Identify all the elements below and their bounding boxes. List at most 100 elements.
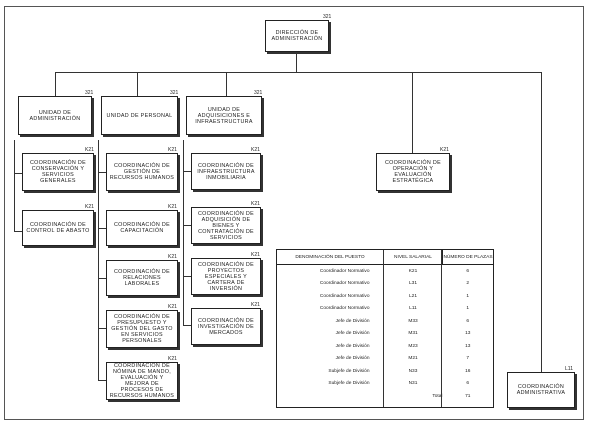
connector <box>14 173 22 174</box>
connector <box>183 325 191 326</box>
node-code: K21 <box>168 254 177 260</box>
node-label: COORDINACIÓN DE PRESUPUESTO Y GESTIÓN DE… <box>111 314 173 344</box>
node-code: K21 <box>168 356 177 362</box>
node-label: COORDINACIÓN DE CAPACITACIÓN <box>113 222 170 234</box>
node-label: COORDINACIÓN DE RELACIONES LABORALES <box>113 269 170 287</box>
node-gestion-rrhh: COORDINACIÓN DE GESTIÓN DE RECURSOS HUMA… <box>106 153 178 191</box>
node-label: COORDINACIÓN DE OPERACIÓN Y EVALUACIÓN E… <box>384 160 441 184</box>
node-label: UNIDAD DE PERSONAL <box>106 112 173 119</box>
table-cell: Jefe de División <box>335 331 370 337</box>
table-cell: Coordinador Normativo <box>319 306 370 312</box>
table-row: Jefe de División M31 13 <box>277 328 493 341</box>
node-operacion-evaluacion: COORDINACIÓN DE OPERACIÓN Y EVALUACIÓN E… <box>376 153 450 191</box>
node-direccion-administracion: DIRECCIÓN DE ADMINISTRACIÓN <box>265 20 329 52</box>
table-total-value: 71 <box>465 393 471 399</box>
table-cell: 6 <box>466 381 470 387</box>
connector <box>183 140 184 326</box>
node-code: K21 <box>251 201 260 207</box>
table-cell: Subjefe de División <box>328 368 370 374</box>
node-code: 321 <box>170 90 179 96</box>
table-header: NIVEL SALARIAL <box>383 250 443 265</box>
table-cell: 1 <box>466 293 470 299</box>
table-cell: 1 <box>466 306 470 312</box>
node-conservacion-servicios: COORDINACIÓN DE CONSERVACIÓN Y SERVICIOS… <box>22 153 94 191</box>
table-header: NÚMERO DE PLAZAS <box>442 250 493 265</box>
node-label: UNIDAD DE ADMINISTRACIÓN <box>29 109 81 122</box>
connector <box>183 225 191 226</box>
table-row: Coordinador Normativo K21 6 <box>277 265 493 278</box>
table-cell: M21 <box>408 356 418 362</box>
table-cell: M23 <box>408 343 418 349</box>
connector <box>183 171 191 172</box>
node-code: K21 <box>168 204 177 210</box>
node-code: L11 <box>565 366 573 372</box>
table-cell: 13 <box>465 331 471 337</box>
table-cell: K21 <box>408 268 418 274</box>
table-header: DENOMINACIÓN DEL PUESTO <box>277 250 384 265</box>
table-divider <box>383 250 384 407</box>
connector <box>14 231 22 232</box>
table-cell: Coordinador Normativo <box>319 268 370 274</box>
node-label: COORDINACIÓN DE CONTROL DE ABASTO <box>26 222 90 234</box>
connector <box>98 380 106 381</box>
connector <box>98 172 106 173</box>
node-infraestructura-inmobiliaria: COORDINACIÓN DE INFRAESTRUCTURA INMOBILI… <box>191 153 261 190</box>
table-cell: N31 <box>408 381 418 387</box>
node-label: UNIDAD DE ADQUISICIONES E INFRAESTRUCTUR… <box>195 106 253 125</box>
table-total-label: Total <box>432 393 443 399</box>
table-cell: 6 <box>466 318 470 324</box>
node-label: COORDINACIÓN DE PROYECTOS ESPECIALES Y C… <box>197 261 254 292</box>
connector <box>98 328 106 329</box>
node-code: K21 <box>168 147 177 153</box>
node-label: COORDINACIÓN DE GESTIÓN DE RECURSOS HUMA… <box>109 163 175 181</box>
node-unidad-personal: UNIDAD DE PERSONAL <box>101 96 178 135</box>
node-coordinacion-administrativa: COORDINACIÓN ADMINISTRATIVA <box>507 372 575 408</box>
connector <box>98 140 99 380</box>
table-cell: M33 <box>408 318 418 324</box>
table-divider <box>441 250 442 407</box>
node-nomina-mando: COORDINACIÓN DE NÓMINA DE MANDO, EVALUAC… <box>106 362 178 400</box>
table-row: Subjefe de División N31 6 <box>277 378 493 391</box>
table-cell: N33 <box>408 368 418 374</box>
node-label: DIRECCIÓN DE ADMINISTRACIÓN <box>271 30 323 42</box>
node-code: K21 <box>85 147 94 153</box>
node-label: COORDINACIÓN DE ADQUISICIÓN DE BIENES Y … <box>197 210 254 241</box>
table-cell: Coordinador Normativo <box>319 293 370 299</box>
connector <box>226 72 227 96</box>
table-cell: Subjefe de División <box>328 381 370 387</box>
table-cell: Jefe de División <box>335 343 370 349</box>
connector <box>412 72 413 153</box>
node-code: K21 <box>251 252 260 258</box>
table-cell: M31 <box>408 331 418 337</box>
node-code: K21 <box>85 204 94 210</box>
chart-frame <box>4 6 584 420</box>
table-cell: 2 <box>466 281 470 287</box>
connector <box>55 72 541 73</box>
table-cell: 7 <box>466 356 470 362</box>
node-adquisicion-bienes: COORDINACIÓN DE ADQUISICIÓN DE BIENES Y … <box>191 207 261 244</box>
node-relaciones-laborales: COORDINACIÓN DE RELACIONES LABORALES <box>106 260 178 296</box>
table-cell: Coordinador Normativo <box>319 281 370 287</box>
table-header-row: DENOMINACIÓN DEL PUESTO NIVEL SALARIAL N… <box>277 250 493 265</box>
table-row: Coordinador Normativo L31 2 <box>277 278 493 291</box>
table-cell: L31 <box>408 281 417 287</box>
node-proyectos-especiales: COORDINACIÓN DE PROYECTOS ESPECIALES Y C… <box>191 258 261 295</box>
connector <box>55 72 56 96</box>
table-cell: 6 <box>466 268 470 274</box>
node-presupuesto-gasto: COORDINACIÓN DE PRESUPUESTO Y GESTIÓN DE… <box>106 310 178 348</box>
node-unidad-adquisiciones: UNIDAD DE ADQUISICIONES E INFRAESTRUCTUR… <box>186 96 262 135</box>
node-code: K21 <box>168 304 177 310</box>
node-control-abasto: COORDINACIÓN DE CONTROL DE ABASTO <box>22 210 94 246</box>
connector <box>296 52 297 72</box>
connector <box>98 278 106 279</box>
node-code: 321 <box>254 90 263 96</box>
node-label: COORDINACIÓN DE NÓMINA DE MANDO, EVALUAC… <box>109 363 175 399</box>
connector <box>137 72 138 96</box>
table-cell: Jefe de División <box>335 318 370 324</box>
table-total-row: Total 71 <box>277 390 493 403</box>
